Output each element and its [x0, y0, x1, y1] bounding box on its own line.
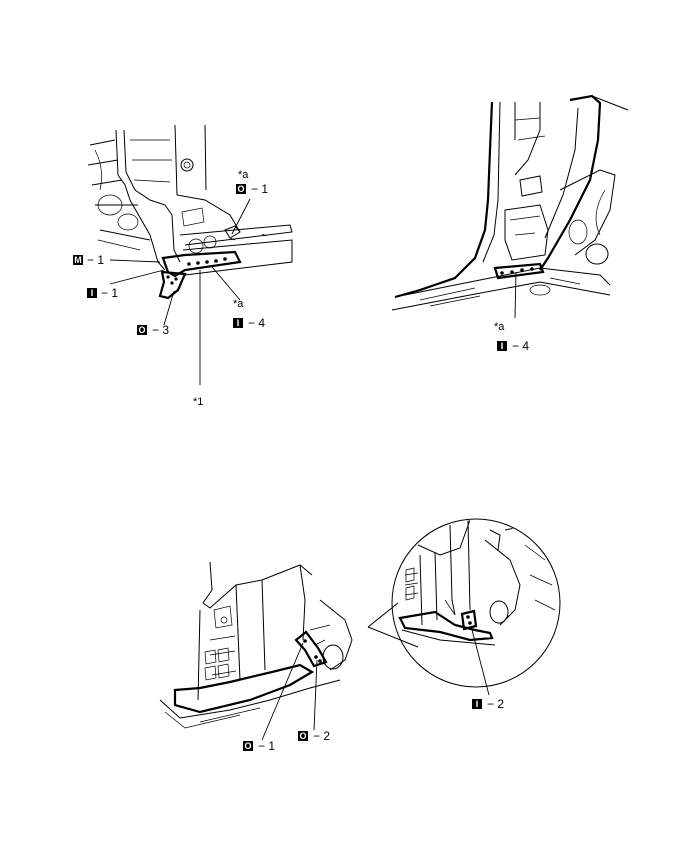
leader-o3: [163, 290, 175, 326]
view-4-illustration: [367, 518, 561, 688]
view2-leader-i4: [514, 271, 517, 319]
leader-i1: [109, 269, 165, 285]
view1-star1: *1: [193, 396, 203, 408]
view1-o1-callout: O − 1: [236, 182, 268, 196]
svg-text:− 4: − 4: [512, 339, 529, 353]
svg-text:− 1: − 1: [101, 286, 118, 300]
badge-i-icon: I: [476, 699, 479, 709]
badge-o-icon: O: [138, 325, 145, 335]
view3-o1-callout: O − 1: [243, 739, 275, 753]
badge-i-icon: I: [237, 318, 240, 328]
badge-o-icon: O: [299, 731, 306, 741]
view3-leader-o2: [313, 659, 318, 731]
view1-a-top: *a: [238, 169, 249, 181]
view1-m1-callout: M − 1: [73, 253, 104, 267]
view1-o3-callout: O − 3: [137, 323, 169, 337]
view2-i4-callout: I − 4: [497, 339, 529, 353]
svg-text:− 3: − 3: [152, 323, 169, 337]
view-3-illustration: [159, 561, 353, 729]
view1-i1-callout: I − 1: [87, 286, 118, 300]
leader-i4: [211, 266, 241, 301]
svg-text:− 1: − 1: [258, 739, 275, 753]
view3-leader-o1: [261, 642, 304, 741]
view3-o2-callout: O − 2: [298, 729, 330, 743]
svg-text:− 4: − 4: [248, 316, 265, 330]
badge-m-icon: M: [74, 255, 82, 265]
svg-text:− 2: − 2: [313, 729, 330, 743]
leader-m1: [109, 259, 161, 263]
badge-o-icon: O: [244, 741, 251, 751]
svg-text:− 2: − 2: [487, 697, 504, 711]
view1-a-mid: *a: [233, 298, 244, 310]
svg-text:− 1: − 1: [87, 253, 104, 267]
badge-o-icon: O: [237, 184, 244, 194]
view-2-illustration: [391, 94, 629, 311]
view-1-illustration: [87, 124, 293, 300]
view2-a: *a: [494, 321, 505, 333]
view1-i4-callout: I − 4: [233, 316, 265, 330]
svg-text:− 1: − 1: [251, 182, 268, 196]
badge-i-icon: I: [501, 341, 504, 351]
view4-leader-i2: [470, 625, 490, 696]
leader-o1: [231, 198, 251, 235]
view4-i2-callout: I − 2: [472, 697, 504, 711]
badge-i-icon: I: [91, 288, 94, 298]
